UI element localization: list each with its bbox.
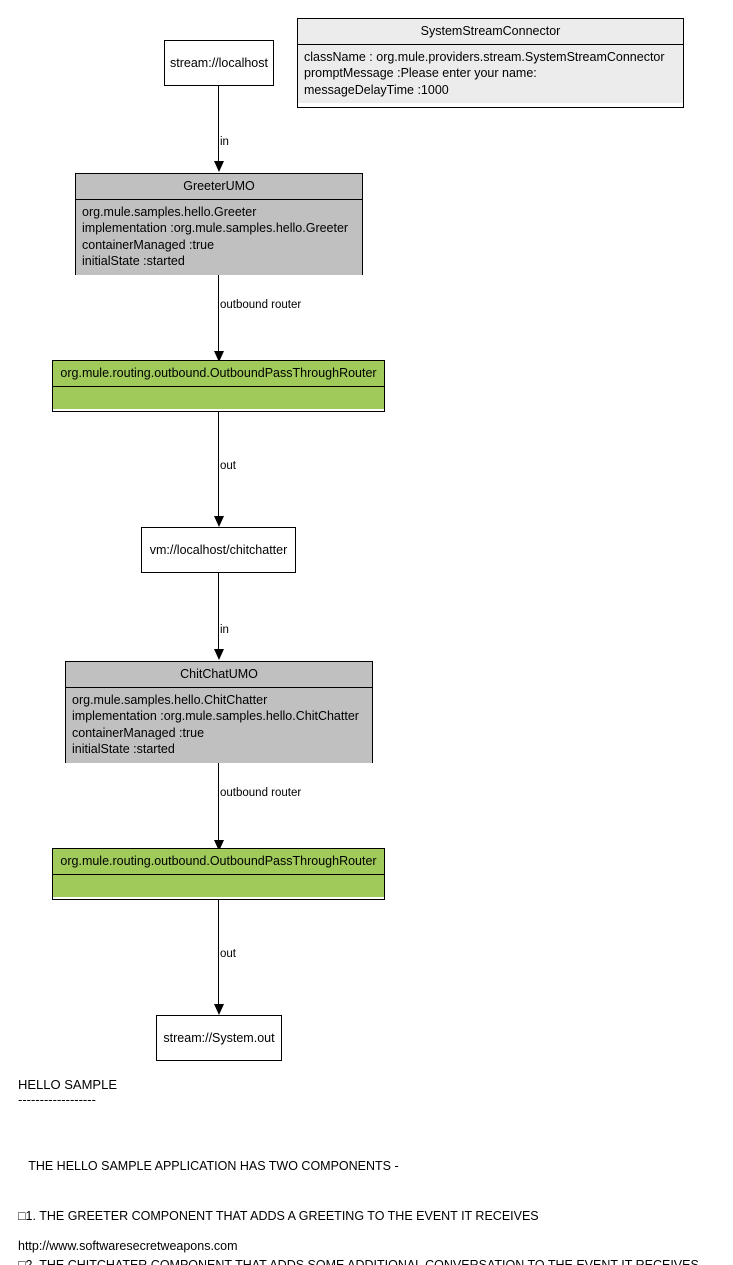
description-line: □2. THE CHITCHATER COMPONENT THAT ADDS S…	[18, 1258, 699, 1265]
edge-label-in: in	[220, 136, 229, 148]
greeter-router-title: org.mule.routing.outbound.OutboundPassTh…	[53, 361, 384, 387]
attribute-row: messageDelayTime :1000	[304, 82, 449, 97]
node-chitchat-outbound-router[interactable]: org.mule.routing.outbound.OutboundPassTh…	[52, 848, 385, 900]
greeter-umo-title: GreeterUMO	[76, 174, 362, 200]
description-body: THE HELLO SAMPLE APPLICATION HAS TWO COM…	[18, 1125, 699, 1265]
greeter-umo-attributes: org.mule.samples.hello.Greeter implement…	[76, 199, 362, 275]
footer-url[interactable]: http://www.softwaresecretweapons.com	[18, 1239, 238, 1253]
node-outbound-endpoint[interactable]: stream://System.out	[156, 1015, 282, 1061]
chitchat-router-title: org.mule.routing.outbound.OutboundPassTh…	[53, 849, 384, 875]
edge-label-out: out	[220, 948, 236, 960]
edge-chitchat-to-router	[218, 763, 219, 841]
attribute-row: org.mule.samples.hello.Greeter	[82, 204, 257, 219]
attribute-row: org.mule.samples.hello.ChitChatter	[72, 692, 268, 707]
edge-inbound-to-greeter	[218, 86, 219, 162]
edge-label-outbound-router: outbound router	[220, 787, 302, 799]
attribute-row: implementation :org.mule.samples.hello.G…	[82, 221, 349, 236]
edge-vm-to-chitchat	[218, 573, 219, 650]
arrowhead-vm-to-chitchat	[214, 649, 224, 660]
edge-router-to-stdout	[218, 900, 219, 1005]
node-greeter-outbound-router[interactable]: org.mule.routing.outbound.OutboundPassTh…	[52, 360, 385, 412]
arrowhead-inbound-to-greeter	[214, 161, 224, 172]
attribute-row: promptMessage :Please enter your name:	[304, 66, 537, 81]
outbound-endpoint-label: stream://System.out	[163, 1031, 275, 1045]
description-rule: ------------------	[18, 1092, 96, 1107]
attribute-row: initialState :started	[82, 254, 185, 269]
arrowhead-router-to-vm	[214, 516, 224, 527]
node-chitchat-umo[interactable]: ChitChatUMO org.mule.samples.hello.ChitC…	[65, 661, 373, 763]
arrowhead-router-to-stdout	[214, 1004, 224, 1015]
attribute-row: className : org.mule.providers.stream.Sy…	[304, 49, 665, 64]
description-line: THE HELLO SAMPLE APPLICATION HAS TWO COM…	[18, 1159, 399, 1173]
attribute-row: implementation :org.mule.samples.hello.C…	[72, 709, 359, 724]
edge-label-outbound-router: outbound router	[220, 299, 302, 311]
edge-label-out: out	[220, 460, 236, 472]
node-inbound-endpoint[interactable]: stream://localhost	[164, 40, 274, 86]
description-heading: HELLO SAMPLE	[18, 1077, 117, 1092]
node-system-stream-connector[interactable]: SystemStreamConnector className : org.mu…	[297, 18, 684, 108]
attribute-row: containerManaged :true	[82, 237, 215, 252]
system-stream-connector-title: SystemStreamConnector	[298, 19, 683, 45]
chitchat-umo-title: ChitChatUMO	[66, 662, 372, 688]
attribute-row: containerManaged :true	[72, 725, 205, 740]
attribute-row: initialState :started	[72, 742, 175, 757]
inbound-endpoint-label: stream://localhost	[170, 56, 268, 70]
vm-endpoint-label: vm://localhost/chitchatter	[149, 543, 288, 557]
edge-label-in: in	[220, 624, 229, 636]
node-greeter-umo[interactable]: GreeterUMO org.mule.samples.hello.Greete…	[75, 173, 363, 275]
edge-greeter-to-router	[218, 275, 219, 352]
system-stream-connector-attributes: className : org.mule.providers.stream.Sy…	[298, 44, 683, 104]
arrowhead-chitchat-to-router	[214, 840, 224, 851]
chitchat-router-attributes	[53, 874, 384, 897]
chitchat-umo-attributes: org.mule.samples.hello.ChitChatter imple…	[66, 687, 372, 763]
arrowhead-greeter-to-router	[214, 351, 224, 362]
description-line: □1. THE GREETER COMPONENT THAT ADDS A GR…	[18, 1208, 539, 1223]
greeter-router-attributes	[53, 386, 384, 409]
node-vm-endpoint[interactable]: vm://localhost/chitchatter	[141, 527, 296, 573]
edge-router-to-vm	[218, 412, 219, 517]
